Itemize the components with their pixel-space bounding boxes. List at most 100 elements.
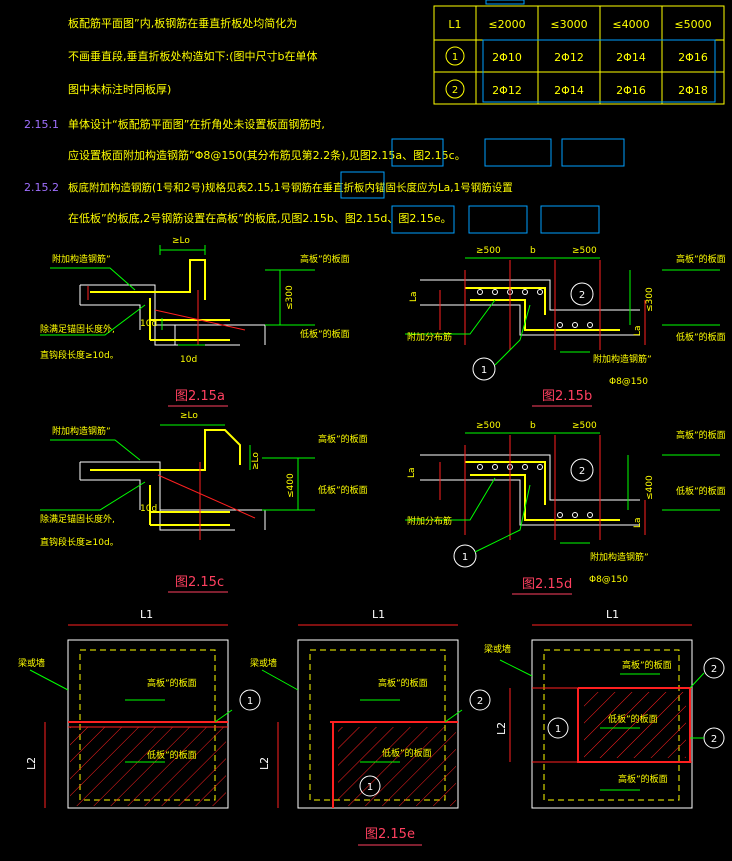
table-header-2000: ≤2000 (488, 18, 525, 31)
section-2-15-1-line-2: 应设置板面附加构造钢筋”Φ8@150(其分布筋见第2.2条),见图2.15a、图… (68, 148, 466, 162)
fig-c-add-bar-label: 附加构造钢筋” (52, 425, 111, 437)
intro-line-3: 图中未标注时同板厚) (68, 82, 171, 96)
e2-high: 高板”的板面 (378, 677, 428, 689)
fig-c-dim-400: ≤400 (286, 473, 296, 498)
rebar-spec-table (433, 0, 725, 105)
e1-low: 低板”的板面 (147, 749, 197, 761)
fig-a-low-label: 低板”的板面 (300, 328, 350, 340)
fig-b-caption: 图2.15b (542, 389, 592, 404)
fig-c-low-label: 低板”的板面 (318, 484, 368, 496)
section-2-15-2-line-2: 在低板”的板底,2号钢筋设置在高板”的板底,见图2.15b、图2.15d、图2.… (68, 211, 452, 225)
fig-d-dim-500-left: ≥500 (476, 421, 501, 431)
fig-a-dim-lo: ≥Lo (172, 236, 190, 246)
highlight-boxes (340, 138, 625, 234)
figure-2-15c: 附加构造钢筋” ≥Lo ≥Lo 高板”的板面 低板”的板面 10d ≤400 除… (40, 411, 368, 593)
fig-b-la-right: La (633, 325, 643, 336)
section-2-15-2-number: 2.15.2 (24, 181, 59, 194)
figure-2-15b: ≥500 b ≥500 高板”的板面 低板”的板面 附加分布筋 附加构造钢筋” … (405, 246, 726, 407)
table-row-2-id: 2 (452, 85, 458, 96)
e2-callout: 2 (477, 696, 483, 707)
fig-b-dim-500-left: ≥500 (476, 246, 501, 256)
table-header-4000: ≤4000 (612, 18, 649, 31)
fig-e-caption: 图2.15e (365, 827, 415, 842)
e3-high-bottom: 高板”的板面 (618, 773, 668, 785)
table-cell: 2Φ12 (492, 84, 522, 97)
fig-d-low-label: 低板”的板面 (676, 485, 726, 497)
table-cell: 2Φ14 (616, 51, 646, 64)
intro-line-2: 不画垂直段,垂直折板处构造如下:(图中尺寸b在单体 (68, 49, 317, 63)
fig-d-dist-label: 附加分布筋 (407, 515, 452, 527)
fig-b-add-bar-label: 附加构造钢筋” (593, 353, 652, 365)
e2-callout-2: 1 (367, 782, 373, 793)
fig-a-note-2: 直钩段长度≥10d。 (40, 349, 119, 361)
section-2-15-2-line-1: 板底附加构造钢筋(1号和2号)规格见表2.15,1号钢筋在垂直折板内锚固长度应为… (68, 181, 513, 194)
fig-c-high-label: 高板”的板面 (318, 433, 368, 445)
fig-d-caption: 图2.15d (522, 577, 572, 592)
fig-a-high-label: 高板”的板面 (300, 253, 350, 265)
fig-b-callout-2: 2 (579, 290, 585, 301)
e3-low: 低板”的板面 (608, 713, 658, 725)
fig-c-note-2: 直钩段长度≥10d。 (40, 536, 119, 548)
table-header-3000: ≤3000 (550, 18, 587, 31)
figure-2-15e-panel-2: L1 L2 梁或墙 高板”的板面 低板”的板面 2 1 (250, 608, 491, 809)
table-header-5000: ≤5000 (674, 18, 711, 31)
fig-b-spec: Φ8@150 (609, 377, 648, 387)
fig-b-callout-1: 1 (481, 365, 487, 376)
fig-b-la-left: La (409, 291, 419, 302)
e1-l1: L1 (140, 608, 153, 621)
fig-a-note-1: 除满足锚固长度外, (40, 323, 115, 335)
fig-b-high-label: 高板”的板面 (676, 253, 726, 265)
e3-callout-2: 2 (711, 734, 717, 745)
fig-a-dim-300: ≤300 (285, 285, 295, 310)
table-header-l1: L1 (448, 18, 461, 31)
fig-c-dim-10d: 10d (140, 504, 157, 514)
e3-l2: L2 (495, 722, 508, 735)
figure-2-15d: ≥500 b ≥500 高板”的板面 低板”的板面 附加分布筋 附加构造钢筋” … (405, 421, 726, 595)
fig-c-note-1: 除满足锚固长度外, (40, 513, 115, 525)
intro-line-1: 板配筋平面图”内,板钢筋在垂直折板处均简化为 (68, 16, 297, 30)
fig-d-callout-2: 2 (579, 466, 585, 477)
figure-2-15e-panel-1: L1 L2 梁或墙 高板”的板面 低板”的板面 1 (18, 608, 261, 809)
fig-a-caption: 图2.15a (175, 389, 225, 404)
e3-high-top: 高板”的板面 (622, 659, 672, 671)
fig-d-dim-500-right: ≥500 (572, 421, 597, 431)
table-cell: 2Φ14 (554, 84, 584, 97)
figure-2-15a: 附加构造钢筋” ≥Lo 高板”的板面 低板”的板面 10d 10d ≤300 除… (40, 236, 350, 407)
section-2-15-1-line-1: 单体设计“板配筋平面图”在折角处未设置板面钢筋时, (68, 117, 325, 131)
fig-a-dim-10d-bottom: 10d (180, 355, 197, 365)
table-row-1-id: 1 (452, 52, 458, 63)
fig-a-dim-10d-left: 10d (140, 319, 157, 329)
fig-b-dim-500-right: ≥500 (572, 246, 597, 256)
e1-high: 高板”的板面 (147, 677, 197, 689)
table-cell: 2Φ16 (678, 51, 708, 64)
e1-l2: L2 (25, 757, 38, 770)
fig-d-callout-1: 1 (462, 552, 468, 563)
table-cell: 2Φ10 (492, 51, 522, 64)
table-cell: 2Φ16 (616, 84, 646, 97)
table-cell: 2Φ12 (554, 51, 584, 64)
fig-b-dim-b: b (530, 246, 536, 256)
fig-d-dim-b: b (530, 421, 536, 431)
fig-a-add-bar-label: 附加构造钢筋” (52, 253, 111, 265)
fig-c-dim-lo-side: ≥Lo (251, 452, 261, 470)
e2-l1: L1 (372, 608, 385, 621)
e3-l1: L1 (606, 608, 619, 621)
fig-d-la-left: La (407, 467, 417, 478)
fig-d-la-right: La (633, 517, 643, 528)
e2-l2: L2 (258, 757, 271, 770)
fig-d-spec: Φ8@150 (589, 575, 628, 585)
e1-wall: 梁或墙 (18, 657, 45, 669)
e1-callout: 1 (247, 696, 253, 707)
figure-2-15e-panel-3: L1 L2 梁或墙 高板”的板面 低板”的板面 高板”的板面 2 2 1 (484, 608, 725, 809)
e3-callout-3: 1 (555, 724, 561, 735)
fig-c-dim-lo-top: ≥Lo (180, 411, 198, 421)
table-cell: 2Φ18 (678, 84, 708, 97)
e2-low: 低板”的板面 (382, 747, 432, 759)
fig-b-dist-label: 附加分布筋 (407, 331, 452, 343)
intro-text: 板配筋平面图”内,板钢筋在垂直折板处均简化为 不画垂直段,垂直折板处构造如下:(… (68, 16, 317, 96)
fig-d-add-bar-label: 附加构造钢筋” (590, 551, 649, 563)
fig-d-dim-400: ≤400 (645, 475, 655, 500)
e3-wall: 梁或墙 (484, 643, 511, 655)
fig-d-high-label: 高板”的板面 (676, 429, 726, 441)
